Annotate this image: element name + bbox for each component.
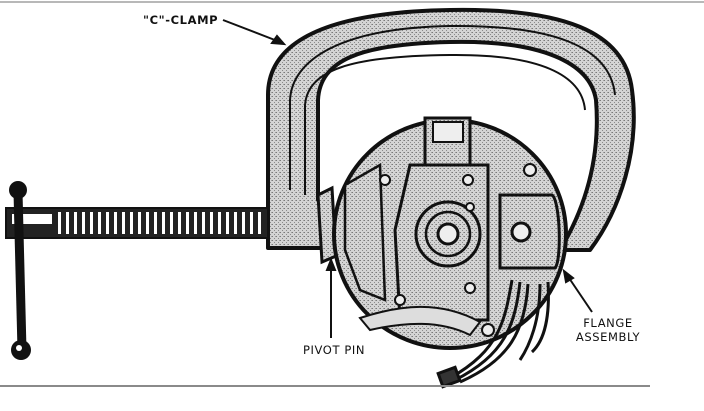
- flange-label-line2: ASSEMBLY: [575, 330, 641, 344]
- bottom-divider: [0, 385, 650, 387]
- t-handle: [9, 181, 31, 360]
- flange-label-line1: FLANGE: [583, 316, 633, 330]
- pivot-pin-label: PIVOT PIN: [303, 343, 366, 357]
- leader-lines: [222, 19, 593, 338]
- top-divider: [0, 1, 704, 3]
- wire-harness: [436, 279, 550, 389]
- flange-assembly: [332, 116, 568, 350]
- flange-assembly-label: FLANGE ASSEMBLY: [574, 316, 642, 344]
- c-clamp-frame: [266, 7, 636, 252]
- c-clamp-label: "C"-CLAMP: [143, 13, 219, 27]
- screw-rod: [5, 207, 269, 239]
